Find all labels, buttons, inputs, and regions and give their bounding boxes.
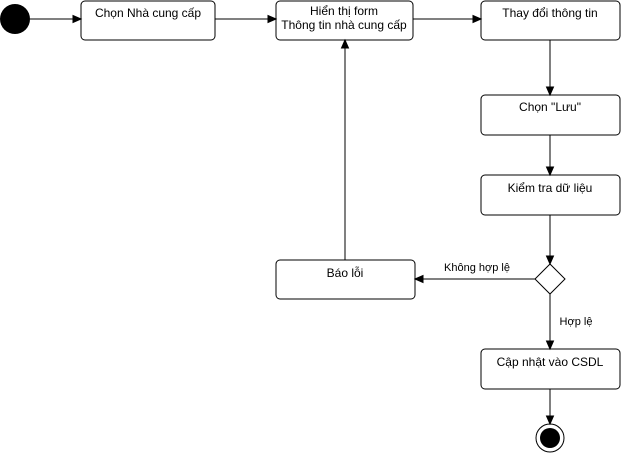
node-show-form: Hiển thị form Thông tin nhà cung cấp <box>275 0 414 41</box>
end-node <box>535 423 565 453</box>
node-update-db-label: Cập nhật vào CSDL <box>497 355 604 369</box>
edge-report-error-to-show-form <box>340 38 350 260</box>
start-node <box>0 4 30 34</box>
node-report-error: Báo lỗi <box>275 259 416 300</box>
edge-choose-supplier-to-show-form <box>215 14 278 24</box>
decision-diamond <box>534 263 566 295</box>
edge-change-info-to-choose-save <box>545 40 555 97</box>
edge-label-valid: Hợp lệ <box>560 316 593 328</box>
edge-decision-to-update-db <box>545 294 555 351</box>
node-choose-supplier: Chọn Nhà cung cấp <box>80 0 216 41</box>
node-report-error-label: Báo lỗi <box>327 265 364 280</box>
node-choose-save-label: Chọn "Lưu" <box>519 100 581 114</box>
edge-choose-save-to-check-data <box>545 135 555 177</box>
node-check-data: Kiểm tra dữ liệu <box>480 174 621 216</box>
edge-check-data-to-decision <box>545 215 555 266</box>
node-check-data-label: Kiểm tra dữ liệu <box>508 181 593 195</box>
node-change-info: Thay đổi thông tin <box>480 0 621 41</box>
node-update-db: Cập nhật vào CSDL <box>480 348 621 390</box>
edge-decision-to-report-error <box>413 274 535 284</box>
edge-label-invalid: Không hợp lệ <box>444 262 510 274</box>
edge-update-db-to-end <box>545 389 555 426</box>
node-choose-save: Chọn "Lưu" <box>480 94 621 136</box>
node-choose-supplier-label: Chọn Nhà cung cấp <box>95 6 201 20</box>
node-show-form-label-line1: Hiển thị form <box>310 4 378 18</box>
edge-show-form-to-change-info <box>413 14 483 24</box>
node-show-form-label-line2: Thông tin nhà cung cấp <box>281 18 407 32</box>
edge-start-to-choose-supplier <box>30 14 83 24</box>
node-change-info-label: Thay đổi thông tin <box>502 6 597 20</box>
